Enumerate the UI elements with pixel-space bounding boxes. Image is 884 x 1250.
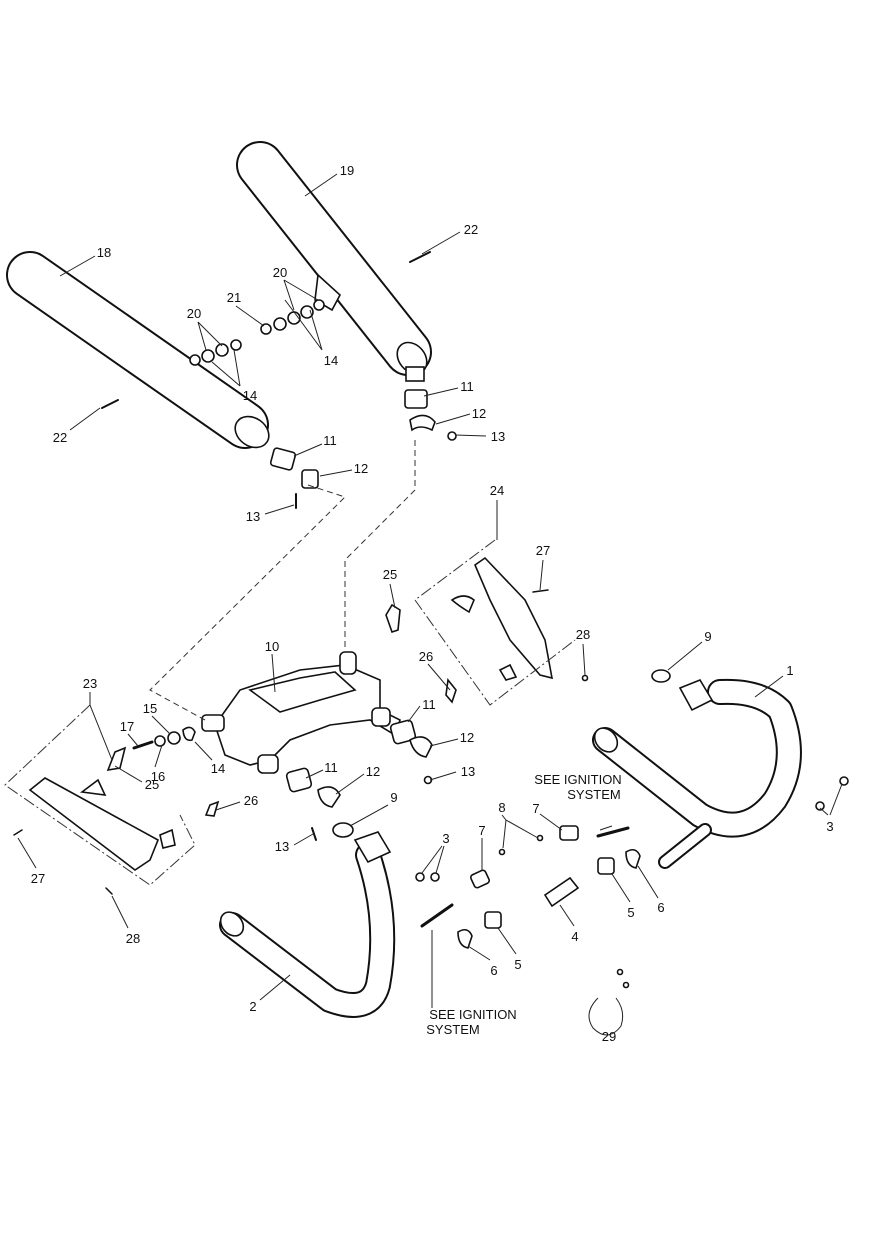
- callout-6: 6: [490, 963, 497, 978]
- callout-3: 3: [826, 819, 833, 834]
- pipe-fittings: [332, 669, 849, 1036]
- see-ignition-note-line1: SEE IGNITION: [534, 772, 621, 787]
- see-ignition-note-line2: SYSTEM: [426, 1022, 479, 1037]
- header-pipe-1: [592, 678, 802, 869]
- callout-7: 7: [478, 823, 485, 838]
- callout-27: 27: [536, 543, 550, 558]
- callout-28: 28: [126, 931, 140, 946]
- callout-20: 20: [187, 306, 201, 321]
- callout-labels: 1 2 3 3 4 5 5 6 6 7 7 8 9 9 10 11 11 11 …: [31, 163, 834, 1044]
- callout-2: 2: [249, 999, 256, 1014]
- callout-14: 14: [243, 388, 257, 403]
- callout-16: 16: [151, 769, 165, 784]
- silencer-left-18: [6, 251, 270, 449]
- callout-20: 20: [273, 265, 287, 280]
- callout-12: 12: [366, 764, 380, 779]
- callout-12: 12: [472, 406, 486, 421]
- callout-29: 29: [602, 1029, 616, 1044]
- mounting-hardware: [101, 251, 457, 509]
- callout-11: 11: [323, 433, 337, 448]
- leader-lines: [17, 173, 843, 1008]
- callout-13: 13: [491, 429, 505, 444]
- collector-box-10: [106, 603, 457, 841]
- callout-11: 11: [460, 379, 474, 394]
- callout-19: 19: [340, 163, 354, 178]
- callout-26: 26: [244, 793, 258, 808]
- callout-22: 22: [53, 430, 67, 445]
- callout-12: 12: [460, 730, 474, 745]
- see-ignition-note-line2: SYSTEM: [567, 787, 620, 802]
- callout-1: 1: [786, 663, 793, 678]
- callout-28: 28: [576, 627, 590, 642]
- callout-25: 25: [383, 567, 397, 582]
- callout-3: 3: [442, 831, 449, 846]
- see-ignition-note-line1: SEE IGNITION: [429, 1007, 516, 1022]
- heat-shield-23: [13, 777, 176, 895]
- callout-11: 11: [422, 697, 436, 712]
- callout-11: 11: [324, 760, 338, 775]
- callout-22: 22: [464, 222, 478, 237]
- callout-24: 24: [490, 483, 504, 498]
- callout-9: 9: [704, 629, 711, 644]
- callout-5: 5: [627, 905, 634, 920]
- callout-26: 26: [419, 649, 433, 664]
- callout-8: 8: [498, 800, 505, 815]
- callout-13: 13: [275, 839, 289, 854]
- heat-shield-24: [450, 556, 589, 682]
- callout-14: 14: [211, 761, 225, 776]
- callout-9: 9: [390, 790, 397, 805]
- callout-13: 13: [461, 764, 475, 779]
- callout-25: 25: [145, 777, 159, 792]
- silencer-right-19: [236, 141, 432, 376]
- callout-21: 21: [227, 290, 241, 305]
- callout-7: 7: [532, 801, 539, 816]
- callout-13: 13: [246, 509, 260, 524]
- header-pipe-2: [219, 831, 396, 1018]
- callout-10: 10: [265, 639, 279, 654]
- callout-5: 5: [514, 957, 521, 972]
- callout-4: 4: [571, 929, 578, 944]
- callout-17: 17: [120, 719, 134, 734]
- assembly-lines: [4, 440, 576, 886]
- callout-15: 15: [143, 701, 157, 716]
- callout-14: 14: [324, 353, 338, 368]
- callout-12: 12: [354, 461, 368, 476]
- callout-6: 6: [657, 900, 664, 915]
- callout-27: 27: [31, 871, 45, 886]
- callout-23: 23: [83, 676, 97, 691]
- callout-18: 18: [97, 245, 111, 260]
